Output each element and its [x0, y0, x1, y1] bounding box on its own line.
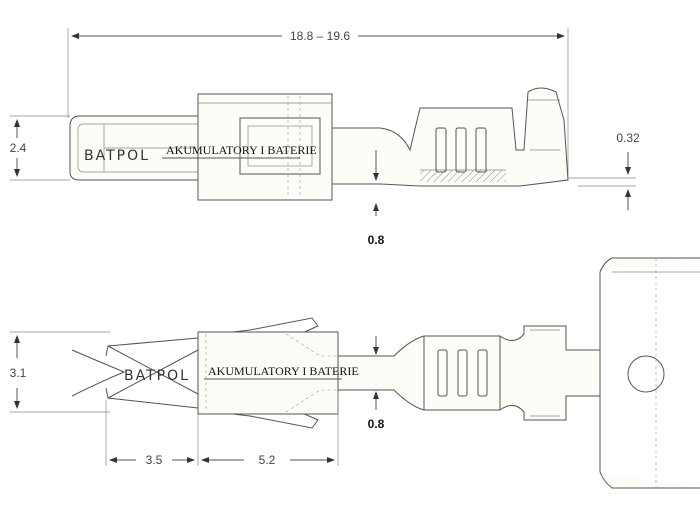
crimp-rib [455, 127, 467, 173]
crimp-section [337, 325, 601, 421]
crimp-rib [457, 349, 468, 397]
top-view: 3.1 0.8 3.5 5.2 [10, 257, 700, 489]
crimp-rib [477, 349, 488, 397]
carrier-strip [599, 257, 700, 489]
dimension-lance-length: 3.5 [146, 453, 163, 467]
spring-finger [71, 349, 126, 397]
insulation-crimp-edge [528, 99, 560, 151]
dimension-box-length: 5.2 [259, 453, 276, 467]
hatched-section [420, 170, 506, 182]
hidden-line [285, 333, 338, 413]
crimp-rib [475, 127, 487, 173]
dimension-slot-top: 0.8 [368, 233, 385, 247]
crimp-rib [435, 127, 447, 173]
insulation-crimp-edge [530, 329, 560, 417]
crimp-barrel [423, 335, 501, 411]
dimension-width: 3.1 [10, 366, 27, 380]
dimension-thickness: 0.32 [616, 131, 640, 145]
watermark-tagline: AKUMULATORY I BATERIE [166, 143, 317, 157]
side-view: 18.8 – 19.6 2.4 0.8 0. [10, 28, 640, 247]
lance-inner-edge [77, 123, 200, 173]
box-window-inner [247, 125, 313, 167]
crimp-section [331, 87, 569, 187]
contact-box [197, 93, 333, 201]
dimension-slot-bottom: 0.8 [368, 417, 385, 431]
watermark-brand: BATPOL [84, 148, 150, 164]
dimension-overall-length: 18.8 – 19.6 [290, 29, 350, 43]
watermark-tagline: AKUMULATORY I BATERIE [208, 364, 359, 378]
dimension-height: 2.4 [10, 141, 27, 155]
watermark-brand: BATPOL [124, 368, 190, 384]
pilot-hole [627, 355, 665, 393]
spring-finger [107, 345, 199, 399]
box-window [239, 117, 321, 175]
lance-rib [103, 124, 196, 172]
crimp-rib [437, 349, 448, 397]
contact-box [197, 331, 339, 415]
